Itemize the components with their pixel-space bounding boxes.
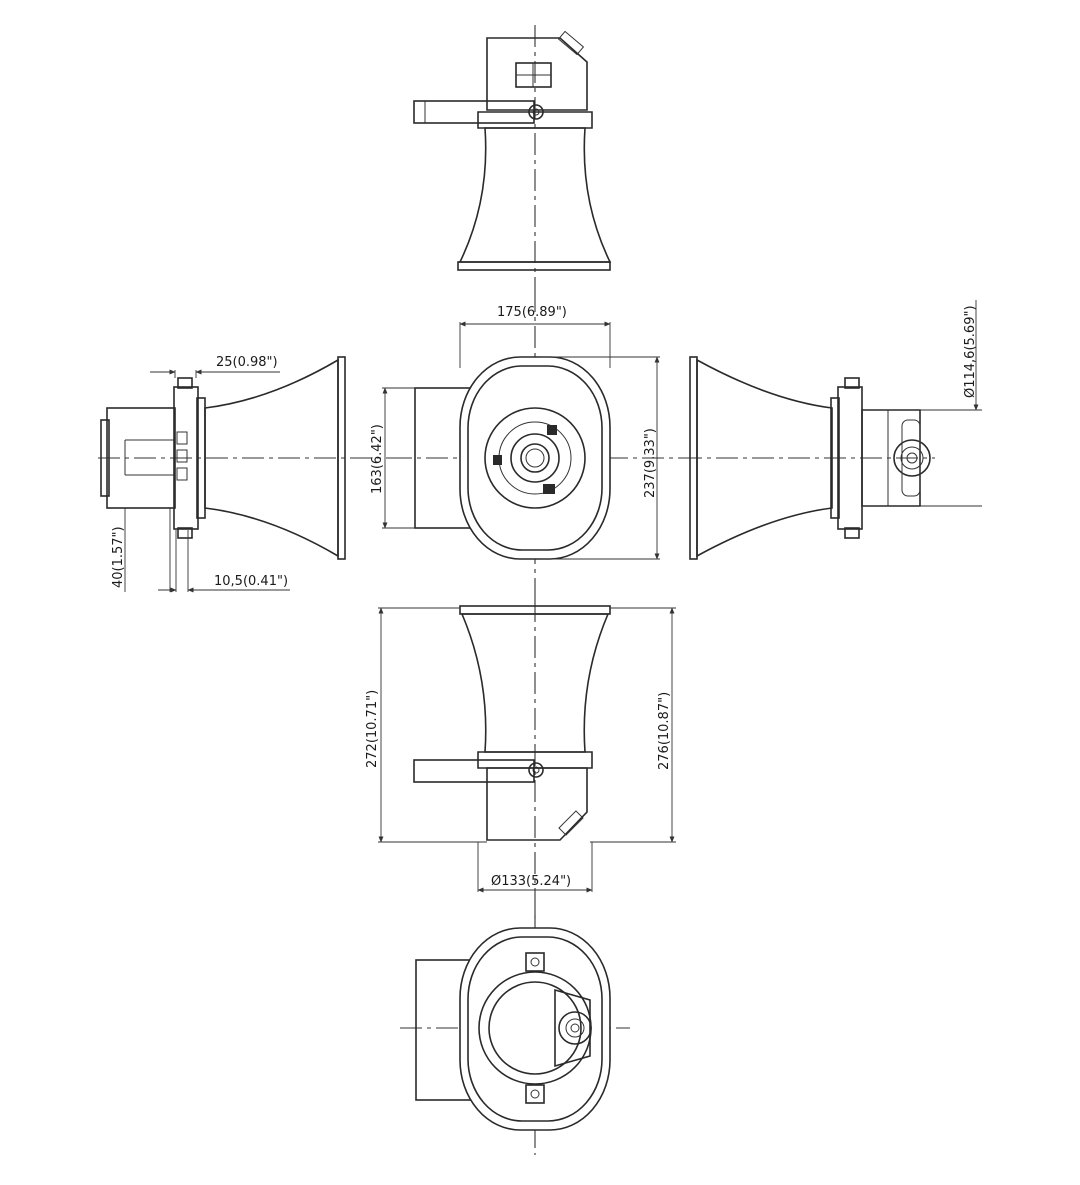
dim-10-5-label: 10,5(0.41"): [214, 574, 288, 589]
right-view: Ø114,6(5.69"): [680, 300, 982, 560]
dim-25-label: 25(0.98"): [216, 355, 278, 370]
front-view: 175(6.89") 163(6.42") 237(9.33"): [370, 290, 680, 600]
dim-272-label: 272(10.71"): [365, 690, 380, 768]
dim-276-label: 276(10.87"): [657, 692, 672, 770]
dim-175-label: 175(6.89"): [497, 305, 567, 320]
top-view: [413, 25, 612, 290]
bottom-view: 272(10.71") 276(10.87") Ø133(5.24"): [365, 600, 676, 920]
dim-133-label: Ø133(5.24"): [491, 874, 571, 889]
dim-237-label: 237(9.33"): [643, 428, 658, 498]
left-view: 25(0.98") 40(1.57") 10,5(0.41"): [98, 355, 390, 593]
rear-view: [400, 910, 630, 1155]
dim-163-label: 163(6.42"): [370, 424, 385, 494]
dim-40-label: 40(1.57"): [111, 526, 126, 588]
dim-114-6-label: Ø114,6(5.69"): [963, 305, 978, 398]
